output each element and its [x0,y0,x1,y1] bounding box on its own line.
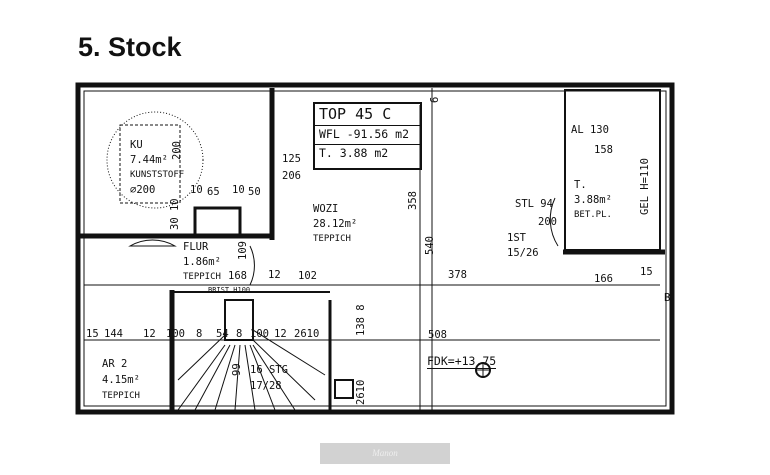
dimension: 508 [428,329,447,341]
dimension: 99 [231,363,243,376]
unit-terrace-area: T. 3.88 m2 [319,145,389,160]
room-name: WOZI [313,203,339,215]
room-floor: KUNSTSTOFF [130,170,185,180]
dimension: 8 [196,328,203,340]
dimension: 158 [594,144,613,156]
room-name: FLUR [183,241,209,253]
dimension: 540 [424,236,436,255]
dimension: 102 [298,270,317,282]
dimension: 12 [274,328,287,340]
unit-info-box: TOP 45 C WFL -91.56 m2 T. 3.88 m2 [313,102,422,170]
dimension: 2610 [294,328,320,340]
outer-wall [75,82,675,415]
room-area: 4.15m² [102,374,140,386]
page-title: 5. Stock [78,32,182,62]
dimension: 138 8 [355,304,367,336]
dimension: 200 [171,141,183,160]
dimension: 125 [282,153,301,165]
dimension: 54 [216,328,229,340]
dimension: 100 [250,328,269,340]
dimension: 168 [228,270,247,282]
room-label-flur: FLUR 1.86m² TEPPICH [183,240,221,285]
room-label-abstellraum: AR 2 4.15m² TEPPICH [102,356,140,404]
note: B [664,292,671,304]
unit-living-area: WFL -91.56 m2 [315,126,420,145]
dimension: 378 [448,269,467,281]
dimension: AL 130 [571,124,609,136]
stair-ratio: 17/28 [250,380,282,392]
unit-name: TOP 45 C [315,104,420,126]
dimension: 12 [268,269,281,281]
room-floor: TEPPICH [102,391,140,401]
room-label-kueche: KU 7.44m² KUNSTSTOFF ∅200 [130,138,184,198]
dimension: 65 [207,186,220,198]
room-note: ∅200 [130,184,156,196]
note: 1ST [507,232,526,244]
room-name: AR 2 [102,358,128,370]
room-label-wohnzimmer: WOZI 28.12m² TEPPICH [313,202,357,247]
dimension: 2610 [355,379,367,405]
dimension: 206 [282,170,301,182]
room-area: 3.88m² [574,194,612,206]
room-area: 7.44m² [130,154,168,166]
dimension: 15 [640,266,653,278]
dimension: 12 [143,328,156,340]
dimension: 109 [237,241,249,260]
dimension: 30 10 [169,198,181,230]
dimension: 10 [232,184,245,196]
room-floor: TEPPICH [313,234,351,244]
room-label-terrasse: T. 3.88m² BET.PL. [574,178,612,223]
watermark-logo: Manon [320,443,450,464]
note: BRIST H100 [208,286,251,294]
room-area: 28.12m² [313,218,358,230]
dimension: 8 [236,328,243,340]
dimension: 144 [104,328,123,340]
dimension: 10 [190,184,203,196]
room-area: 1.86m² [183,256,221,268]
dimension: 6 [429,96,441,103]
room-floor: TEPPICH [183,272,221,282]
room-name: T. [574,179,587,191]
note: GEL H=110 [639,158,651,215]
dimension: 100 [166,328,185,340]
stair-label: 16 STG 17/28 [250,362,288,394]
dimension: STL 94 [515,198,553,210]
room-floor: BET.PL. [574,210,612,220]
dimension: 15 [86,328,99,340]
stair-steps: 16 STG [250,364,288,376]
elevation-label: FDK=+13.75 [427,354,497,369]
dimension: 200 [538,216,557,228]
dimension: 50 [248,186,261,198]
dimension: 358 [407,191,419,210]
dimension: 166 [594,273,613,285]
room-name: KU [130,139,143,151]
note: 15/26 [507,247,539,259]
